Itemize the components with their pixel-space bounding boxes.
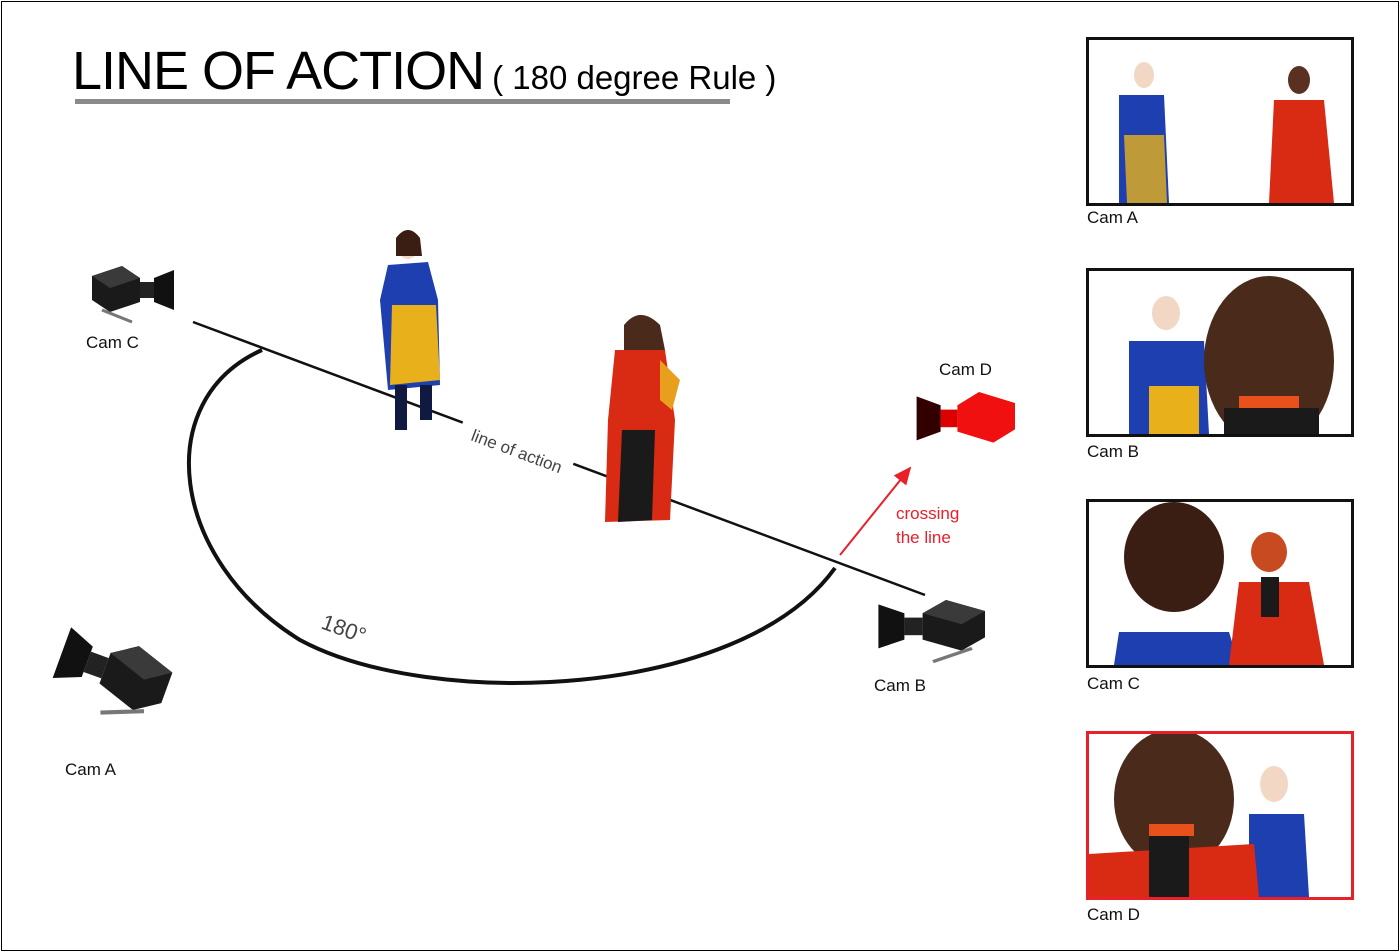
title-main: LINE OF ACTION	[72, 41, 485, 101]
cam-b-icon	[876, 598, 987, 664]
panel-label-cam-a: Cam A	[1087, 208, 1139, 227]
cam-d-view-panel	[1086, 731, 1354, 900]
cam-c-icon	[90, 264, 176, 324]
page-title: LINE OF ACTION( 180 degree Rule )	[72, 40, 776, 102]
angle-label: 180°	[318, 609, 369, 648]
panel-label-cam-d: Cam D	[1087, 905, 1140, 924]
cam-c-label: Cam C	[86, 333, 139, 352]
cam-b-label: Cam B	[874, 676, 926, 695]
panel-label-cam-c: Cam C	[1087, 674, 1140, 693]
semicircle-180-arc	[187, 348, 837, 685]
cam-b-view-panel	[1086, 268, 1354, 437]
crossing-label-line1: crossing	[896, 504, 960, 523]
cam-a-view-panel	[1086, 37, 1354, 206]
panel-label-cam-b: Cam B	[1087, 442, 1139, 461]
crossing-the-line-label: crossing the line	[896, 502, 959, 550]
character-blue-figure	[380, 230, 440, 430]
crossing-label-line2: the line	[896, 528, 951, 547]
character-red-figure	[605, 315, 680, 522]
title-underline	[75, 99, 730, 104]
crossing-arrow	[839, 466, 912, 556]
cam-d-label: Cam D	[939, 360, 992, 379]
cam-a-label: Cam A	[65, 760, 117, 779]
cam-c-view-panel	[1086, 499, 1354, 668]
cam-a-icon	[47, 622, 177, 731]
title-sub: ( 180 degree Rule )	[492, 59, 777, 96]
cam-d-icon	[916, 392, 1015, 443]
